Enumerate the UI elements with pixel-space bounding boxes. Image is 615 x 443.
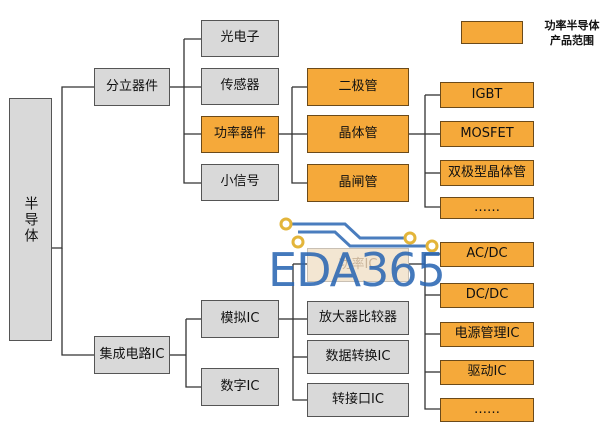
legend-label-line2: 产品范围 (550, 34, 594, 47)
legend-label: 功率半导体 产品范围 (531, 18, 613, 48)
node-bipolar-transistor: 双极型晶体管 (440, 160, 534, 186)
legend-label-line1: 功率半导体 (544, 19, 600, 32)
node-acdc: AC/DC (440, 242, 534, 267)
node-mosfet: MOSFET (440, 121, 534, 147)
node-power-ic-more: …… (440, 398, 534, 422)
node-semiconductor: 半导体 (9, 98, 52, 341)
node-transistor: 晶体管 (307, 115, 409, 153)
node-discrete-devices: 分立器件 (94, 68, 170, 106)
node-analog-ic: 模拟IC (201, 300, 279, 338)
node-diode: 二极管 (307, 68, 409, 106)
node-optoelectronics: 光电子 (201, 20, 279, 57)
node-dcdc: DC/DC (440, 283, 534, 308)
node-digital-ic: 数字IC (201, 368, 279, 406)
node-thyristor: 晶闸管 (307, 164, 409, 202)
node-amplifier-comparator: 放大器比较器 (307, 301, 409, 335)
node-transistor-more: …… (440, 197, 534, 219)
watermark-text: EDA365 (268, 243, 446, 297)
node-igbt: IGBT (440, 82, 534, 108)
node-power-management-ic: 电源管理IC (440, 322, 534, 347)
node-small-signal: 小信号 (201, 164, 279, 201)
node-data-converter-ic: 数据转换IC (307, 340, 409, 374)
node-power-device: 功率器件 (201, 116, 279, 153)
node-integrated-circuit: 集成电路IC (94, 336, 170, 374)
node-driver-ic: 驱动IC (440, 360, 534, 385)
node-sensor: 传感器 (201, 68, 279, 105)
node-interface-ic: 转接口IC (307, 383, 409, 417)
legend-swatch (461, 21, 523, 44)
node-power-ic: 功率IC (307, 248, 409, 282)
